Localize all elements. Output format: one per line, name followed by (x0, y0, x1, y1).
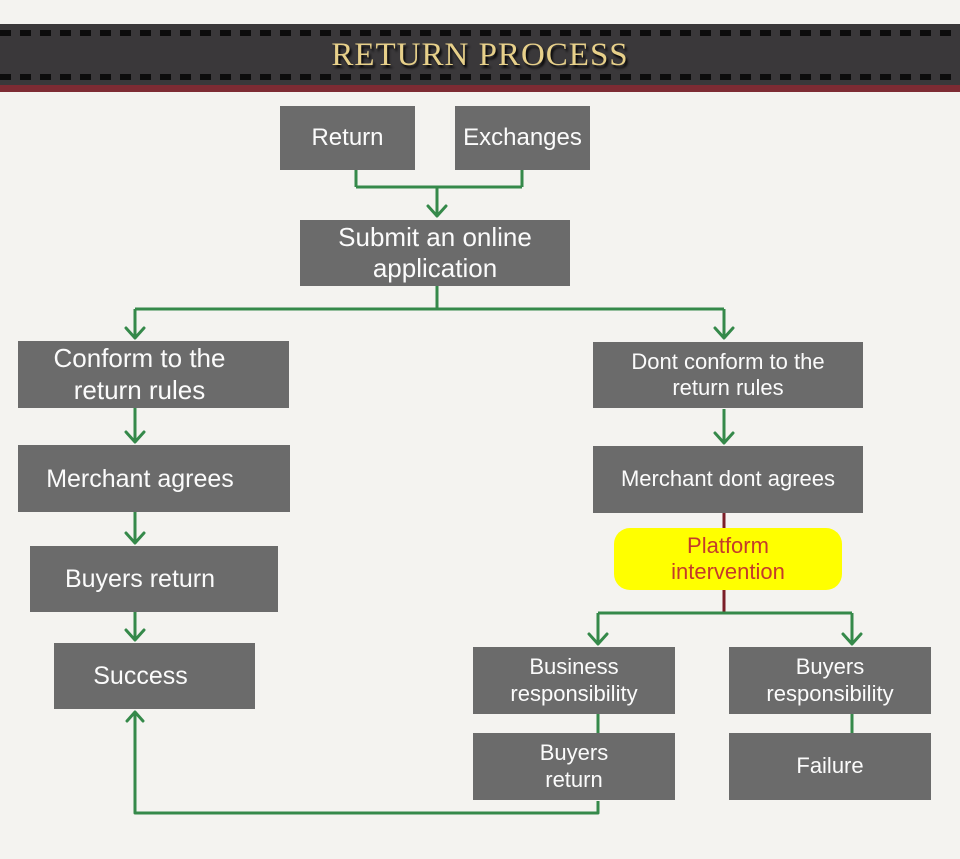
page-title: RETURN PROCESS (331, 37, 629, 73)
banner-red-stripe (0, 85, 960, 92)
node-merchant-agrees-label: Merchant agrees (46, 464, 234, 493)
filmstrip-perforations-top (0, 30, 960, 36)
arrowhead-into-business-responsibility (587, 632, 609, 646)
arrowhead-into-submit (426, 204, 448, 218)
node-platform-intervention-label: Platform intervention (671, 532, 785, 584)
arrowhead-into-buyers-return-left (124, 531, 146, 545)
node-buyers-return-left: Buyers return (30, 546, 278, 612)
node-buyers-responsibility-label: Buyers responsibility (766, 654, 894, 706)
node-platform-intervention: Platform intervention (614, 528, 842, 590)
node-dont-conform-rules: Dont conform to the return rules (593, 342, 863, 408)
node-buyers-return-left-label: Buyers return (64, 565, 216, 593)
arrowhead-into-success-bottom (125, 710, 145, 723)
node-business-responsibility-label: Business responsibility (510, 654, 638, 706)
node-failure-label: Failure (796, 753, 864, 779)
node-buyers-return-right: Buyers return (473, 733, 675, 800)
title-banner (0, 24, 960, 85)
edge-return-exchanges-merge (354, 170, 524, 216)
node-merchant-dont-agrees: Merchant dont agrees (593, 446, 863, 513)
node-success: Success (54, 643, 255, 709)
edge-loop-buyers-return-to-success (133, 712, 600, 815)
edge-submit-branch (133, 286, 726, 338)
arrowhead-into-conform (124, 326, 146, 340)
node-exchanges-label: Exchanges (463, 123, 582, 151)
node-exchanges: Exchanges (455, 106, 590, 170)
node-submit-application-label: Submit an online application (338, 221, 532, 283)
arrowhead-into-buyers-responsibility (841, 632, 863, 646)
node-dont-conform-rules-label: Dont conform to the return rules (631, 348, 825, 400)
node-merchant-agrees: Merchant agrees (18, 445, 290, 512)
arrowhead-into-merchant-dont-agrees (713, 431, 735, 445)
node-conform-rules: Conform to the return rules (18, 341, 289, 408)
node-return: Return (280, 106, 415, 170)
node-business-responsibility: Business responsibility (473, 647, 675, 714)
arrowhead-into-merchant-agrees (124, 430, 146, 444)
edge-platform-branch (596, 611, 854, 644)
node-return-label: Return (311, 123, 384, 151)
node-merchant-dont-agrees-label: Merchant dont agrees (620, 466, 836, 492)
node-failure: Failure (729, 733, 931, 800)
filmstrip-perforations-bottom (0, 74, 960, 80)
arrowhead-into-dont-conform (713, 326, 735, 340)
arrowhead-into-success-top (124, 628, 146, 642)
node-submit-application: Submit an online application (300, 220, 570, 286)
node-buyers-return-right-label: Buyers return (539, 740, 609, 792)
node-buyers-responsibility: Buyers responsibility (729, 647, 931, 714)
node-success-label: Success (93, 662, 188, 690)
node-conform-rules-label: Conform to the return rules (53, 343, 226, 405)
